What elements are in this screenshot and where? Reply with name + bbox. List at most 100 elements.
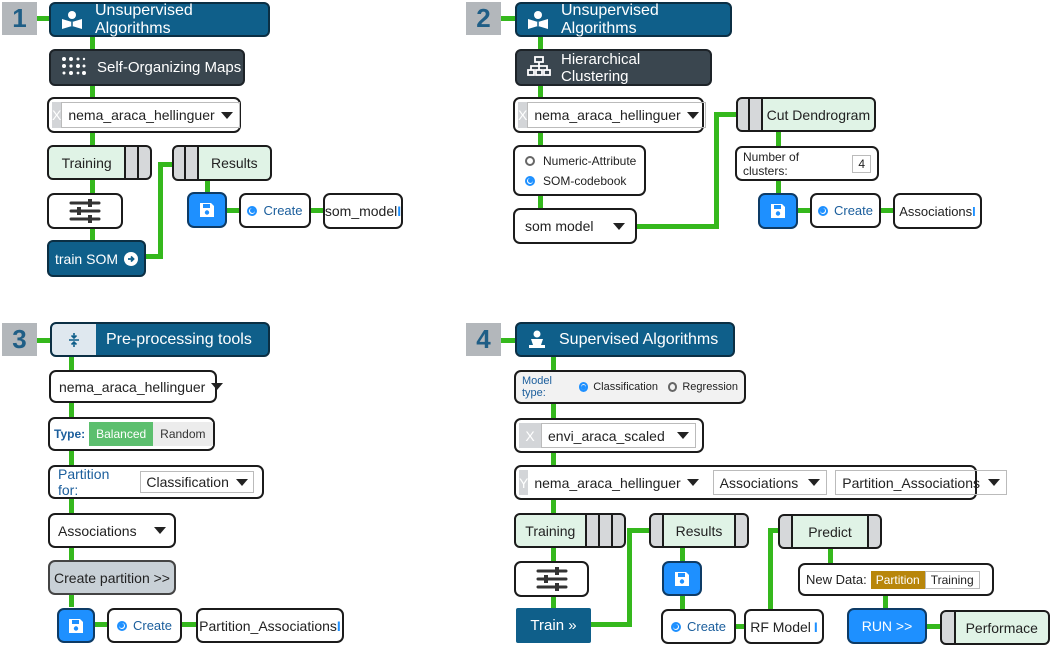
chevron-down-icon	[211, 383, 224, 390]
header-title: Unsupervised Algorithms	[95, 1, 193, 37]
create-option[interactable]: Create	[661, 609, 736, 644]
grid-dots-icon	[61, 56, 87, 80]
clear-button[interactable]: X	[518, 102, 528, 128]
method-som[interactable]: Self-Organizing Maps	[49, 49, 245, 86]
new-data-partition-button[interactable]: Partition	[870, 570, 925, 589]
text-cursor-icon: I	[813, 618, 818, 635]
text-cursor-icon: I	[397, 203, 402, 219]
save-button[interactable]	[758, 193, 798, 229]
chevron-down-icon	[988, 479, 1001, 486]
radio-selected-icon[interactable]	[670, 621, 681, 632]
panel-1-number: 1	[2, 2, 37, 35]
tab-predict[interactable]: Predict	[778, 514, 882, 549]
tab-results[interactable]: Results	[172, 145, 272, 181]
train-button[interactable]: Train »	[516, 608, 591, 643]
save-button[interactable]	[57, 608, 95, 643]
radio-selected-icon[interactable]	[578, 382, 589, 392]
tab-training[interactable]: Training	[514, 513, 626, 548]
arrow-circle-right-icon	[124, 251, 138, 266]
text-cursor-icon: I	[336, 617, 341, 634]
panel-2-number: 2	[466, 2, 501, 35]
chevron-down-icon	[220, 111, 233, 119]
tab-stub	[649, 513, 665, 548]
type-toggle-group[interactable]: Type: Balanced Random	[48, 417, 215, 451]
radio-selected-icon[interactable]	[247, 205, 258, 216]
tab-stub	[139, 145, 152, 180]
source-radio-group[interactable]: Numeric-Attribute SOM-codebook	[513, 145, 646, 196]
chevron-down-icon	[676, 432, 689, 439]
save-button[interactable]	[187, 192, 227, 228]
create-option[interactable]: Create	[810, 193, 881, 228]
chevron-down-icon	[613, 222, 625, 230]
header-title: Unsupervised Algorithms	[561, 1, 659, 37]
settings-sliders-button[interactable]	[47, 193, 123, 229]
clear-button[interactable]: X	[519, 423, 541, 448]
y-associations-select[interactable]: Associations	[712, 470, 828, 495]
option-numeric[interactable]: Numeric-Attribute	[525, 154, 636, 168]
panel-4-header[interactable]: Supervised Algorithms	[515, 322, 735, 357]
teacher-icon	[527, 330, 547, 350]
tab-results[interactable]: Results	[649, 513, 750, 548]
expand-icon	[52, 324, 96, 355]
radio-selected-icon[interactable]	[525, 175, 535, 186]
tab-training[interactable]: Training	[47, 145, 152, 180]
radio-selected-icon[interactable]	[817, 205, 828, 216]
clusters-input[interactable]: 4	[852, 154, 871, 173]
clear-button[interactable]: Y	[519, 470, 529, 495]
create-option[interactable]: Create	[239, 193, 311, 228]
dataset-select[interactable]: X nema_araca_hellinguer	[47, 97, 241, 133]
clusters-field[interactable]: Number of clusters: 4	[735, 146, 879, 181]
y-partition-select[interactable]: Partition_Associations	[835, 470, 1008, 495]
y-dataset-group[interactable]: Y nema_araca_hellinguer Associations Par…	[514, 465, 1008, 500]
tab-cut-dendrogram[interactable]: Cut Dendrogram	[736, 97, 876, 132]
assoc-select[interactable]: Associations	[48, 513, 176, 548]
clear-button[interactable]: X	[52, 102, 62, 128]
tab-stub	[586, 513, 600, 548]
x-dataset-value[interactable]: envi_araca_scaled	[541, 423, 696, 448]
create-option[interactable]: Create	[107, 608, 182, 643]
dataset-value[interactable]: nema_araca_hellinguer	[61, 102, 240, 128]
new-data-field[interactable]: New Data: Partition Training	[798, 563, 994, 596]
y-dataset-select[interactable]: nema_araca_hellinguer	[528, 470, 704, 495]
model-type-group[interactable]: Model type: Classification Regression	[514, 370, 746, 404]
tab-stub	[750, 97, 763, 132]
method-hierarchical[interactable]: Hierarchical Clustering	[515, 49, 712, 86]
partition-select[interactable]: Classification	[140, 471, 254, 493]
x-dataset-select[interactable]: X envi_araca_scaled	[514, 418, 704, 453]
option-som[interactable]: SOM-codebook	[525, 174, 626, 188]
panel-1-header[interactable]: Unsupervised Algorithms	[49, 2, 270, 37]
sliders-icon	[536, 567, 567, 591]
panel-2-header[interactable]: Unsupervised Algorithms	[515, 2, 732, 37]
radio-selected-icon[interactable]	[116, 620, 127, 631]
tab-performance[interactable]: Performace	[940, 610, 1050, 645]
settings-sliders-button[interactable]	[514, 561, 589, 597]
train-som-button[interactable]: train SOM	[47, 240, 146, 277]
type-random-button[interactable]: Random	[153, 422, 213, 446]
chevron-down-icon	[154, 527, 166, 534]
radio-unselected-icon[interactable]	[525, 155, 535, 166]
tab-stub	[736, 97, 751, 132]
dataset-value[interactable]: nema_araca_hellinguer	[527, 102, 706, 128]
run-button[interactable]: RUN >>	[847, 608, 927, 644]
tab-stub	[599, 513, 613, 548]
model-select[interactable]: som model	[513, 208, 637, 244]
floppy-disk-icon	[771, 204, 785, 218]
panel-4-number: 4	[466, 323, 501, 356]
type-balanced-button[interactable]: Balanced	[89, 422, 154, 446]
new-data-training-button[interactable]: Training	[924, 570, 980, 589]
tab-stub	[940, 610, 956, 645]
save-button[interactable]	[662, 561, 702, 596]
dataset-select[interactable]: nema_araca_hellinguer	[49, 370, 224, 403]
floppy-disk-icon	[200, 203, 214, 217]
floppy-disk-icon	[675, 571, 689, 586]
tab-stub	[186, 145, 199, 181]
radio-unselected-icon[interactable]	[668, 382, 678, 392]
create-partition-button[interactable]: Create partition >>	[48, 560, 176, 595]
panel-3-header[interactable]: Pre-processing tools	[50, 322, 270, 357]
partition-for-field[interactable]: Partition for: Classification	[48, 465, 264, 499]
dataset-select[interactable]: X nema_araca_hellinguer	[513, 97, 706, 133]
